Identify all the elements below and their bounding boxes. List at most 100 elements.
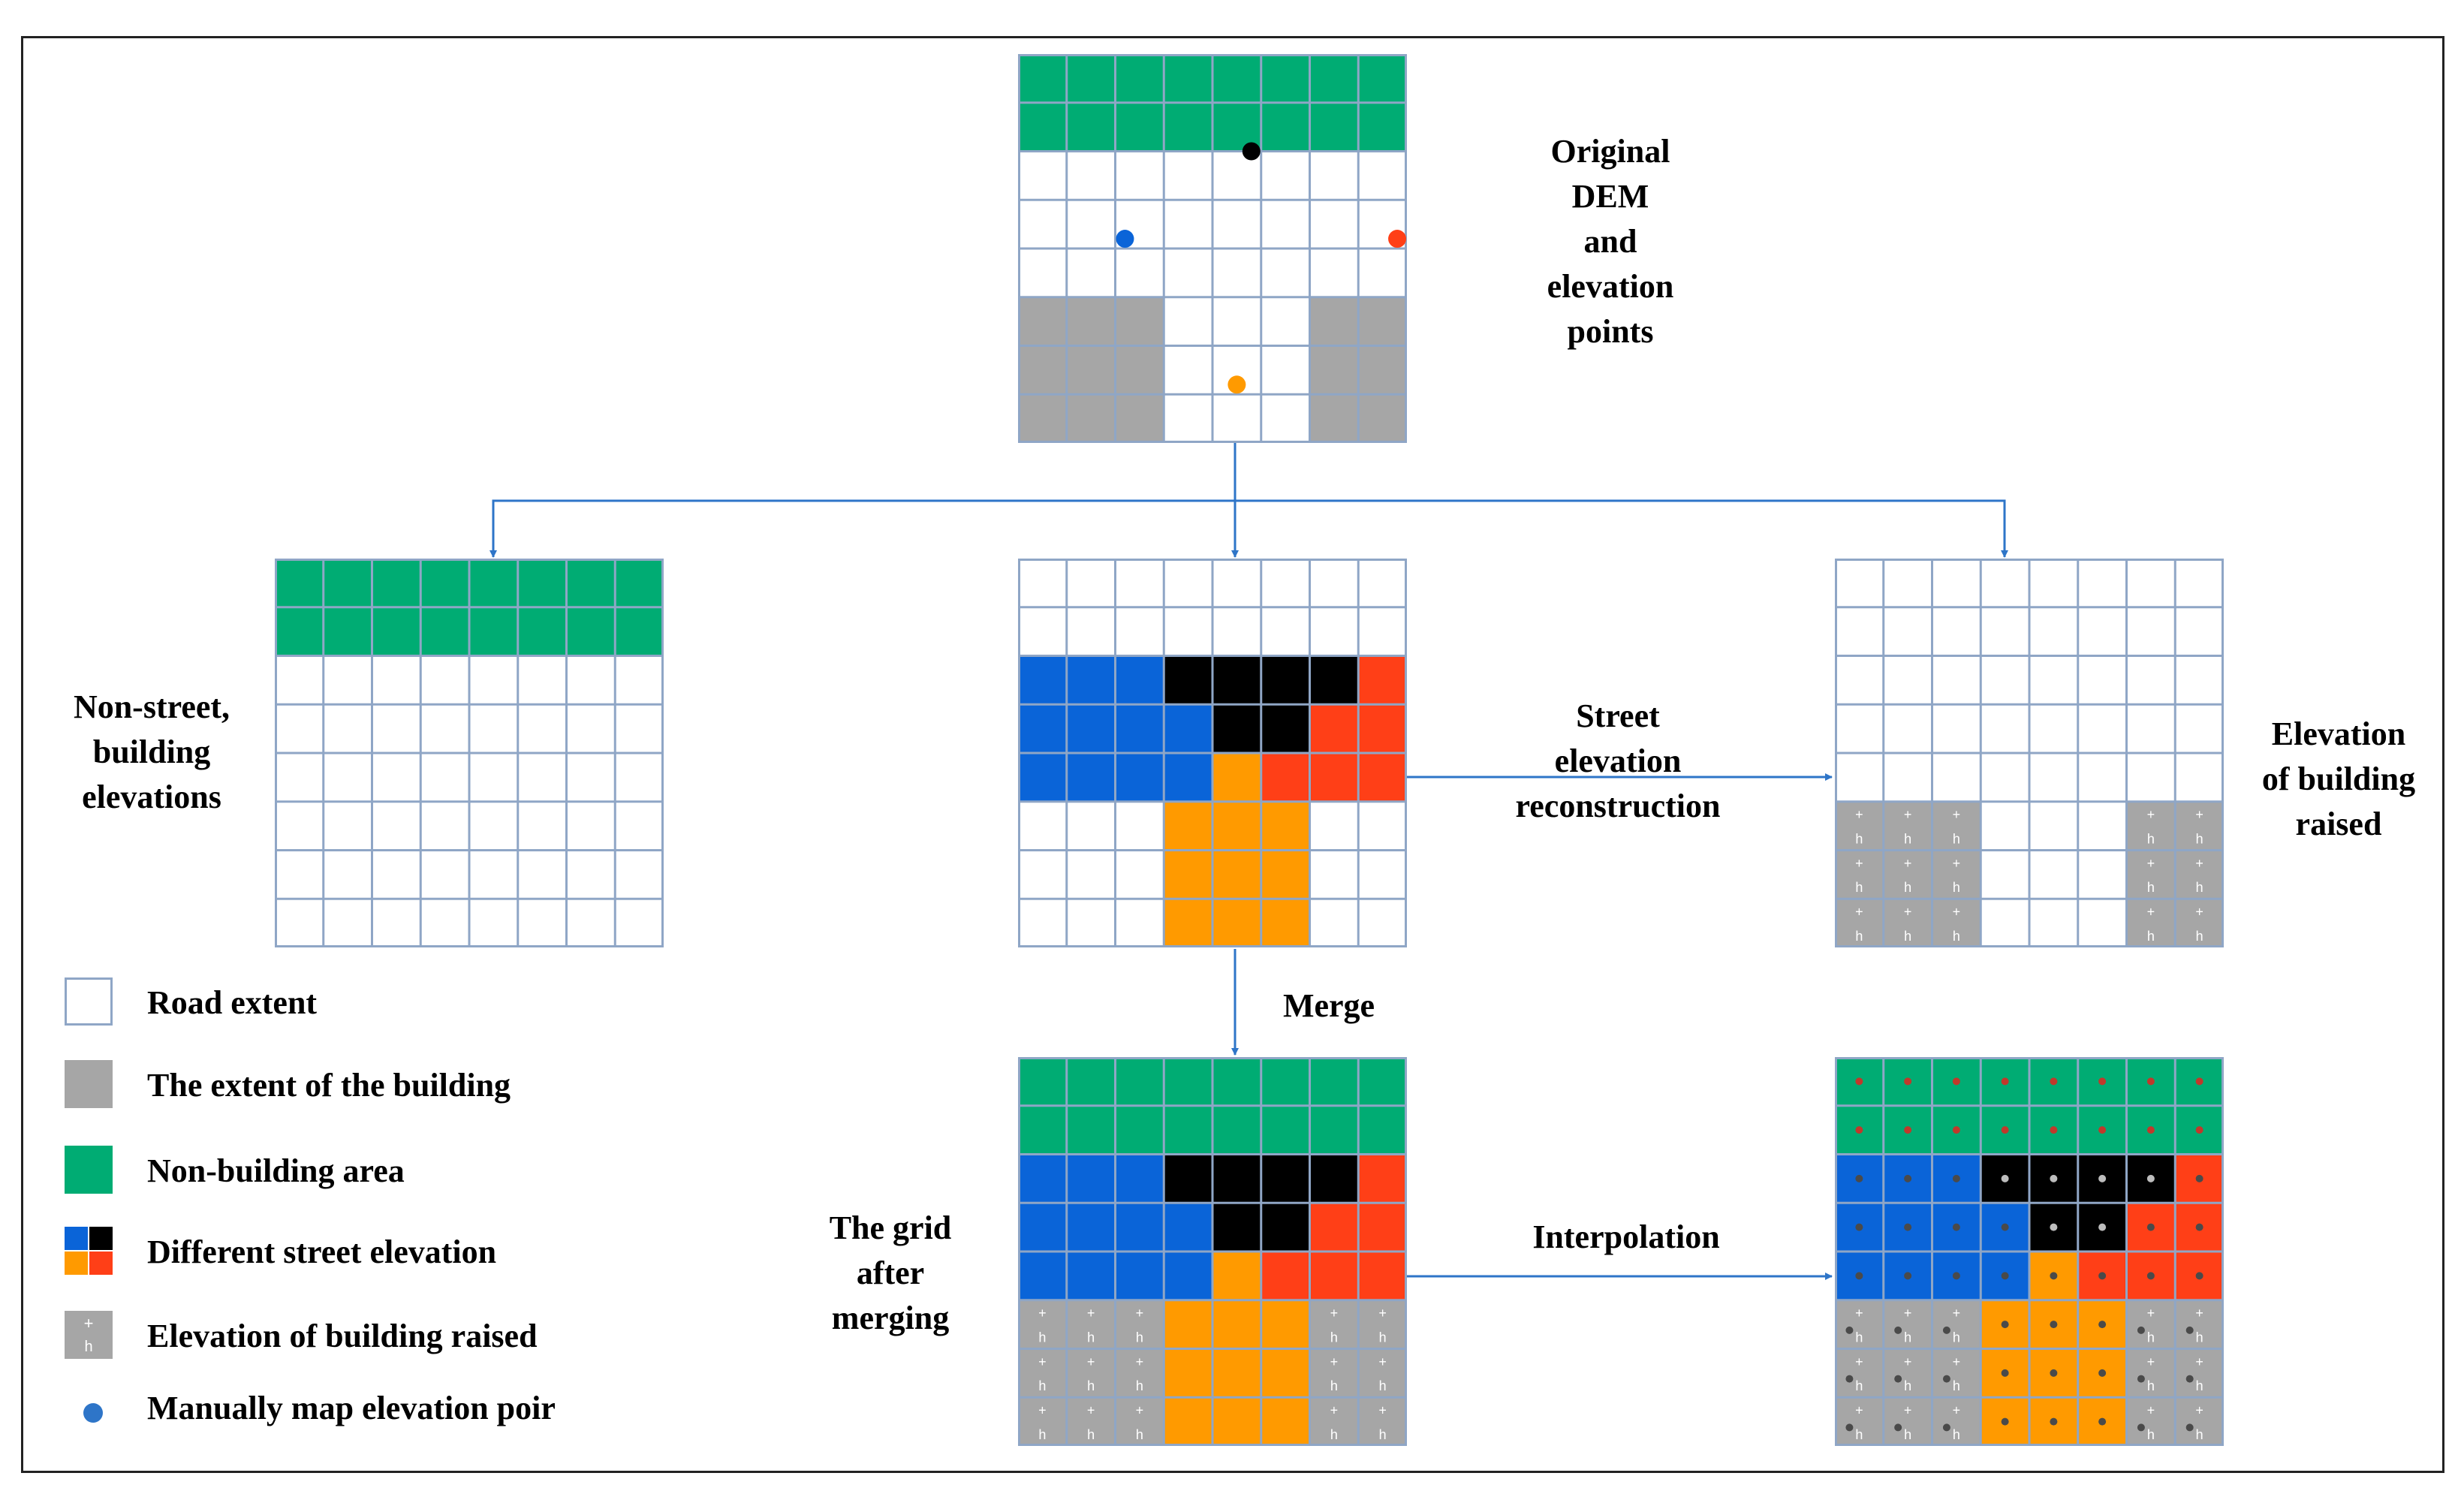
plus-mark: +: [1087, 1306, 1095, 1321]
grid-cell: [2126, 899, 2176, 947]
grid-cell: [469, 559, 518, 607]
grid-cell: [1835, 753, 1884, 802]
grid-cell: [1358, 102, 1407, 152]
grid-cell: [566, 899, 616, 947]
grid-cell: [2126, 1397, 2176, 1446]
interpolated-point: [2001, 1174, 2009, 1182]
grid-cell: [1066, 345, 1116, 395]
merged-grid: +h+h+h+h+h+h+h+h+h+h+h+h+h+h+h: [1018, 1057, 1407, 1446]
grid-cell: [420, 607, 469, 656]
interpolated-point: [2001, 1321, 2009, 1329]
interpolated-point: [1894, 1375, 1902, 1383]
interpolated-point: [2050, 1369, 2058, 1377]
plus-mark: +: [2195, 905, 2203, 920]
interpolated-point: [2098, 1126, 2107, 1134]
h-mark: h: [1038, 1378, 1046, 1393]
grid-cell: [1981, 559, 2029, 607]
interpolated-point: [2050, 1417, 2058, 1426]
grid-cell: [1066, 297, 1116, 346]
interpolated-point: [1845, 1375, 1854, 1383]
nonstreet-label-line: Non-street,: [73, 688, 230, 725]
grid-cell: [1212, 394, 1261, 443]
plus-mark: +: [2195, 807, 2203, 822]
grid-cell: [1164, 54, 1212, 103]
grid-cell: [1932, 899, 1981, 947]
grid-cell: [1164, 102, 1212, 152]
original-dem-grid: [1018, 54, 1407, 443]
grid-cell: [1018, 394, 1067, 443]
plus-mark: +: [2147, 807, 2155, 822]
original-dem-label-line: Original: [1550, 133, 1670, 170]
grid-cell: [1066, 1348, 1116, 1398]
grid-cell: [1018, 151, 1067, 200]
grid-cell: [323, 899, 372, 947]
interpolated-point: [2098, 1077, 2107, 1086]
grid-cell: [615, 559, 664, 607]
h-mark: h: [1038, 1427, 1046, 1442]
diagram-frame: [21, 36, 2444, 1473]
plus-mark: +: [1904, 1306, 1912, 1321]
h-mark: h: [2196, 1330, 2203, 1345]
h-mark: h: [1379, 1378, 1387, 1393]
h-mark: h: [1136, 1427, 1143, 1442]
grid-cell: [517, 559, 567, 607]
grid-cell: [1309, 248, 1359, 297]
grid-cell: [1358, 1154, 1407, 1203]
grid-cell: [1066, 1397, 1116, 1446]
grid-cell: [566, 801, 616, 851]
grid-cell: [1309, 297, 1359, 346]
grid-cell: [420, 655, 469, 705]
interpolated-point: [1845, 1326, 1854, 1334]
interpolated-point: [2001, 1126, 2009, 1134]
grid-cell: [372, 850, 421, 899]
grid-cell: [1164, 850, 1212, 899]
grid-cell: [1883, 559, 1932, 607]
grid-cell: [469, 801, 518, 851]
grid-cell: [323, 607, 372, 656]
interpolated-point: [2050, 1272, 2058, 1280]
elevation-point: [1227, 375, 1246, 394]
grid-cell: [1358, 1203, 1407, 1252]
grid-cell: [1261, 899, 1310, 947]
grid-cell: [1358, 297, 1407, 346]
grid-cell: [1932, 607, 1981, 656]
grid-cell: [1932, 655, 1981, 705]
merged-grid-label: The grid after merging: [806, 1206, 974, 1341]
h-mark: h: [2147, 929, 2155, 944]
grid-cell: [1066, 248, 1116, 297]
grid-cell: [1261, 394, 1310, 443]
interpolation-label: Interpolation: [1499, 1215, 1754, 1260]
grid-cell: [1358, 248, 1407, 297]
original-dem-label-line: elevation: [1547, 268, 1674, 305]
grid-cell: [2029, 753, 2078, 802]
grid-cell: [469, 899, 518, 947]
grid-cell: [566, 655, 616, 705]
grid-cell: [1981, 801, 2029, 851]
grid-cell: [517, 704, 567, 753]
grid-cell: [1932, 753, 1981, 802]
grid-cell: [2077, 559, 2127, 607]
elevation-point: [1388, 230, 1407, 248]
grid-cell: [1115, 297, 1164, 346]
nonstreet-label: Non-street, building elevations: [45, 685, 258, 820]
grid-cell: [1981, 704, 2029, 753]
legend-label: The extent of the building: [147, 1067, 511, 1104]
plus-mark: +: [1953, 1306, 1961, 1321]
grid-cell: [1309, 54, 1359, 103]
building-raised-grid: +h+h+h+h+h+h+h+h+h+h+h+h+h+h+h: [1835, 559, 2224, 947]
grid-cell: [1018, 345, 1067, 395]
legend-label: Manually map elevation poir: [147, 1390, 556, 1426]
grid-cell: [1115, 102, 1164, 152]
interpolated-point: [2195, 1272, 2203, 1280]
grid-cell: [275, 655, 324, 705]
plus-mark: +: [1904, 1403, 1912, 1418]
plus-mark: +: [2195, 1403, 2203, 1418]
grid-cell: [1115, 1057, 1164, 1106]
grid-cell: [2175, 704, 2224, 753]
grid-cell: [1883, 801, 1932, 851]
original-dem-label: Original DEM and elevation points: [1494, 129, 1727, 354]
h-mark: h: [2196, 1378, 2203, 1393]
grid-cell: [1066, 607, 1116, 656]
grid-cell: [1066, 1154, 1116, 1203]
grid-cell: [1981, 753, 2029, 802]
